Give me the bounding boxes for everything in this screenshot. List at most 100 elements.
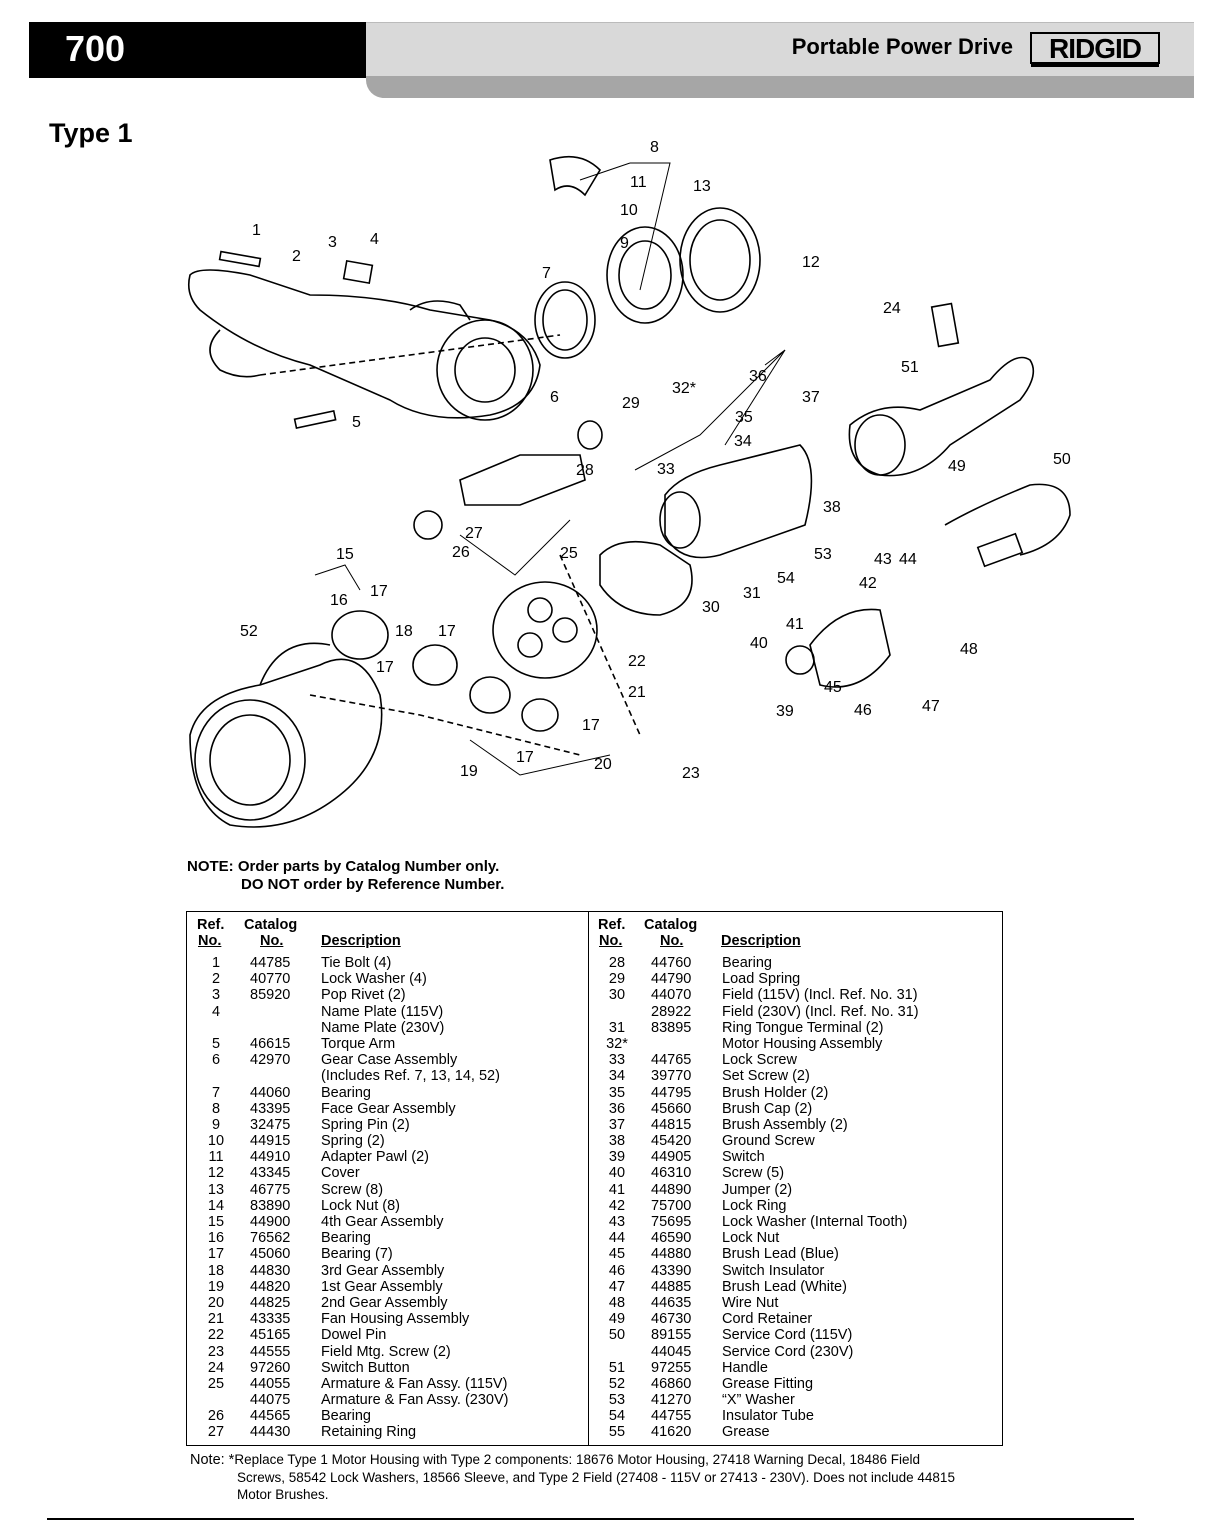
ref-number: 40 [608,1165,626,1182]
callout: 52 [240,623,258,640]
bottom-rule [47,1518,1134,1520]
part-description: Spring (2) [321,1133,385,1150]
catalog-number: 32475 [250,1116,291,1133]
catalog-number: 44890 [651,1181,692,1198]
callout: 17 [370,583,388,600]
ref-number: 35 [608,1084,626,1101]
callout: 43 [874,551,892,568]
callout: 18 [395,623,413,640]
callout: 17 [582,717,600,734]
ref-number: 55 [608,1424,626,1441]
callout: 12 [802,254,820,271]
catalog-number: 45165 [250,1327,291,1344]
ref-number: 29 [608,971,626,988]
part-row: Name Plate (230V) [195,1020,585,1036]
callout: 39 [776,703,794,720]
ref-number: 14 [207,1197,225,1214]
ref-number: 46 [608,1262,626,1279]
part-description: Wire Nut [722,1294,779,1311]
ref-number: 48 [608,1294,626,1311]
callout: 8 [650,139,659,156]
ref-number: 45 [608,1246,626,1263]
catalog-number: 44825 [250,1294,291,1311]
catalog-number: 46310 [651,1165,692,1182]
part-description: Armature & Fan Assy. (230V) [321,1392,509,1409]
catalog-header-no: No. [260,933,284,949]
catalog-number: 44555 [250,1343,291,1360]
order-note-line1: NOTE: Order parts by Catalog Number only… [187,858,500,875]
callout: 35 [735,409,753,426]
catalog-number: 44880 [651,1246,692,1263]
diagram-callouts: 1 2 3 4 5 6 7 8 9 10 11 12 13 15 16 17 1… [240,139,1071,782]
part-description: Load Spring [722,971,801,988]
callout: 25 [560,545,578,562]
part-description: Gear Case Assembly [321,1052,458,1069]
ref-header-no: No. [599,933,623,949]
ref-number: 18 [207,1262,225,1279]
ref-number: 15 [207,1214,225,1230]
catalog-number: 44905 [651,1149,692,1166]
ref-number: 43 [608,1214,626,1230]
catalog-header: Catalog [644,917,698,933]
callout: 40 [750,635,768,652]
ref-header: Ref. [598,917,626,933]
part-description: Face Gear Assembly [321,1100,456,1117]
callout: 11 [630,174,647,191]
catalog-number: 40770 [250,971,291,988]
callout: 5 [352,414,361,431]
ref-number: 36 [608,1100,626,1117]
catalog-number: 39770 [651,1068,692,1085]
callout: 15 [336,546,354,563]
order-note: NOTE: Order parts by Catalog Number only… [187,858,504,894]
callout: 41 [786,616,804,633]
part-description: (Includes Ref. 7, 13, 14, 52) [321,1068,500,1085]
ref-header: Ref. [197,917,225,933]
ref-number: 49 [608,1311,626,1328]
part-description: Brush Cap (2) [722,1100,813,1117]
ref-number: 39 [608,1149,626,1166]
part-description: 3rd Gear Assembly [321,1262,445,1279]
catalog-number: 85920 [250,987,291,1004]
callout: 3 [328,234,337,251]
ref-number: 28 [608,955,626,971]
part-description: Retaining Ring [321,1424,417,1441]
ref-number: 3 [211,987,221,1004]
callout: 17 [516,749,534,766]
catalog-number: 44045 [651,1343,692,1360]
part-description: Service Cord (230V) [722,1343,854,1360]
part-description: Bearing [321,1084,371,1101]
ref-number: 13 [207,1181,225,1198]
ref-number: 27 [207,1424,225,1441]
catalog-number: 44815 [651,1116,692,1133]
callout: 28 [576,462,594,479]
section-title: Type 1 [49,118,133,148]
column-divider [588,912,589,1445]
ref-number: 52 [608,1375,626,1392]
ref-number: 34 [608,1068,626,1085]
callout: 21 [628,684,646,701]
catalog-number: 83895 [651,1019,692,1036]
callout: 4 [370,231,379,248]
callout: 42 [859,575,877,592]
part-row: 44045 Service Cord (230V) [596,1344,996,1360]
